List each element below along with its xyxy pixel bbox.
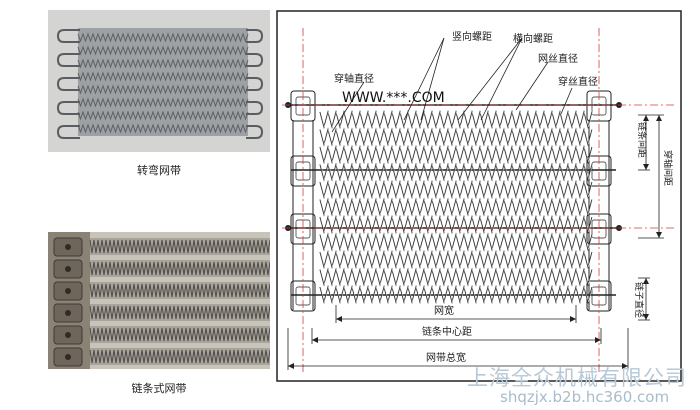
- loop-end: [56, 77, 80, 91]
- chain-pin: [65, 244, 71, 250]
- coil-row: [90, 282, 270, 299]
- loop-end: [246, 125, 264, 139]
- mesh-spiral-row: [319, 214, 593, 235]
- turning-belt-caption: 转弯网带: [137, 164, 181, 177]
- mesh-spiral-row: [319, 249, 593, 270]
- belt-spiral: [77, 97, 249, 108]
- coil-spiral: [89, 349, 270, 364]
- loop-end: [246, 29, 264, 43]
- coil-spiral: [89, 327, 270, 342]
- belt-spiral: [77, 71, 249, 82]
- mesh-spiral-row: [319, 179, 593, 200]
- mesh-width-label: 网宽: [434, 304, 454, 317]
- horizontal-pitch-label: 横向螺距: [513, 32, 553, 45]
- chain-pin: [65, 332, 71, 338]
- loop-end: [56, 101, 80, 115]
- coil-row: [90, 348, 270, 365]
- loop-end: [56, 29, 80, 43]
- company-watermark: 上海全众机械有限公司: [467, 366, 687, 390]
- chain-pin: [65, 288, 71, 294]
- coil-row: [90, 238, 270, 255]
- chain-pin: [65, 266, 71, 272]
- chain-belt-photo: [48, 232, 270, 369]
- mesh-highlight: [320, 216, 593, 233]
- mesh-spiral-row: [319, 284, 593, 305]
- coil-spiral: [89, 283, 270, 298]
- threading-wire-diameter-label: 穿丝直径: [558, 75, 598, 88]
- dimension-arrows: [288, 115, 662, 369]
- turning-belt-image: [48, 10, 270, 152]
- mesh-spiral-row: [319, 267, 593, 287]
- loop-end: [246, 53, 264, 67]
- mesh-highlight: [320, 251, 593, 268]
- chain-center-distance-label: 链条中心距: [422, 325, 472, 338]
- belt-spiral: [77, 110, 249, 121]
- loop-end: [56, 53, 80, 67]
- coil-row: [90, 260, 270, 277]
- mesh-highlight: [320, 181, 593, 198]
- shaft-pitch-label: 穿轴间距: [662, 150, 674, 186]
- belt-body: [78, 28, 248, 136]
- coil-row: [90, 326, 270, 343]
- vertical-pitch-label: 竖向螺距: [452, 30, 492, 43]
- coil-spiral: [89, 305, 270, 320]
- mesh-highlight: [320, 146, 593, 163]
- turning-belt-photo: [48, 10, 270, 152]
- shaft-diameter-label: 穿轴直径: [334, 72, 374, 85]
- spiral-mesh: [319, 109, 593, 305]
- chain-pin: [65, 310, 71, 316]
- mesh-spiral-row: [319, 232, 593, 252]
- loop-end: [56, 125, 80, 139]
- belt-spiral: [77, 123, 249, 134]
- mesh-spiral-row: [319, 162, 593, 182]
- belt-spiral: [77, 58, 249, 69]
- loop-end: [246, 77, 264, 91]
- centerlines: [282, 28, 676, 375]
- mesh-highlight: [320, 286, 593, 303]
- belt-technical-diagram: 竖向螺距 横向螺距 网丝直径 穿轴直径 穿丝直径 WWW.***.COM 网宽 …: [276, 10, 682, 382]
- mesh-spiral-row: [319, 127, 593, 147]
- mesh-highlight: [320, 163, 593, 181]
- wire-diameter-label: 网丝直径: [538, 52, 578, 65]
- belt-spiral: [77, 32, 249, 43]
- mesh-highlight: [320, 268, 593, 286]
- website-overlay-text: WWW.***.COM: [342, 90, 445, 106]
- mesh-highlight: [320, 233, 593, 251]
- belt-total-width-label: 网带总宽: [426, 351, 466, 364]
- belt-spiral: [77, 45, 249, 56]
- leader-lines: [331, 37, 573, 133]
- mesh-spiral-row: [319, 197, 593, 217]
- coil-spiral: [89, 239, 270, 254]
- chain-pitch-label: 链条间距: [636, 122, 648, 158]
- mesh-highlight: [320, 128, 593, 146]
- site-watermark: shqzjx.b2b.hc360.com: [500, 388, 670, 406]
- coil-spiral: [89, 261, 270, 276]
- chain-belt-caption: 链条式网带: [131, 382, 187, 395]
- loop-end: [246, 101, 264, 115]
- mesh-highlight: [320, 198, 593, 216]
- chain-belt-image: [48, 232, 270, 369]
- belt-spiral: [77, 84, 249, 95]
- coil-row: [90, 304, 270, 321]
- chain-pin: [65, 354, 71, 360]
- sprocket-diameter-label: 链子直径: [633, 282, 645, 318]
- diagram-frame: [276, 10, 682, 382]
- mesh-spiral-row: [319, 144, 593, 165]
- mesh-highlight: [320, 111, 593, 128]
- mesh-spiral-row: [319, 109, 593, 130]
- dimension-lines: [287, 114, 664, 370]
